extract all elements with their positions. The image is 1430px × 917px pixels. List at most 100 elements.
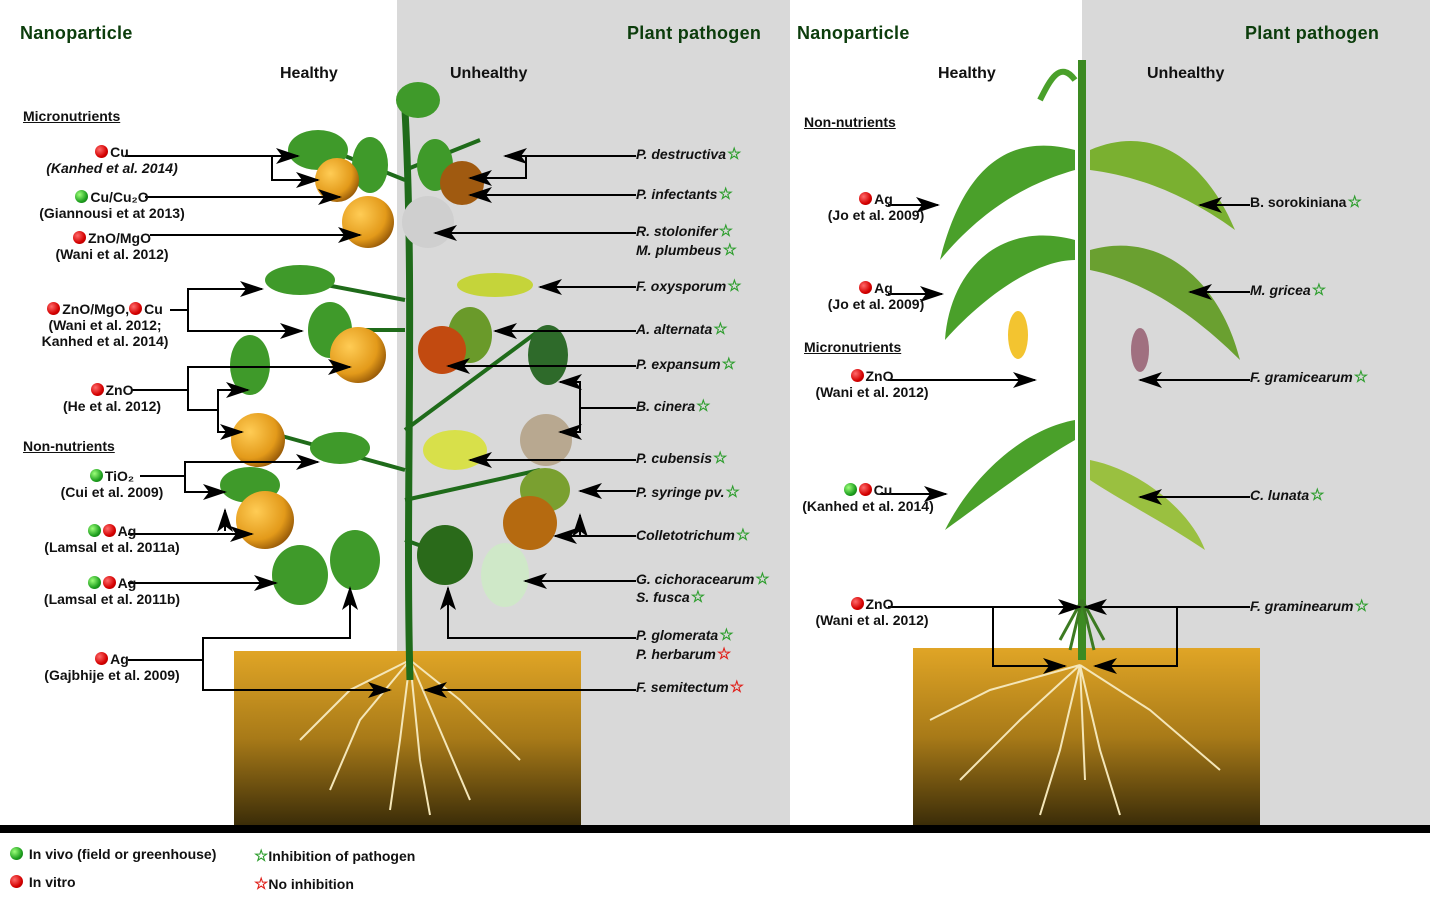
green-star-icon: ☆ — [721, 356, 736, 373]
green-star-icon: ☆ — [713, 450, 728, 467]
pathogen-name: M. gricea — [1250, 282, 1311, 298]
pathogen-label: B. cinera☆ — [636, 396, 710, 416]
red-dot-icon — [129, 302, 143, 315]
legend-in-vivo-label: In vivo (field or greenhouse) — [28, 846, 217, 862]
nanoparticle-entry: Ag(Jo et al. 2009) — [766, 191, 986, 223]
pathogen-name: Colletotrichum — [636, 527, 735, 543]
pathogen-label: R. stolonifer☆ — [636, 221, 733, 241]
red-dot-icon — [858, 483, 872, 496]
pathogen-name: S. fusca — [636, 589, 690, 605]
red-star-icon: ☆ — [716, 646, 732, 663]
pathogen-label: P. syringe pv.☆ — [636, 482, 740, 502]
nanoparticle-label-2: Cu — [144, 301, 163, 317]
nanoparticle-label: TiO₂ — [104, 468, 135, 484]
red-star-icon: ☆ — [729, 679, 744, 696]
nanoparticle-entry: Cu/Cu₂O(Giannousi et at 2013) — [2, 189, 222, 221]
nanoparticle-entry: Cu(Kanhed et al. 2014) — [758, 482, 978, 514]
legend-no-inhibition: ☆No inhibition — [253, 874, 354, 894]
pathogen-label: S. fusca☆ — [636, 587, 705, 607]
nanoparticle-label: ZnO — [105, 382, 134, 398]
pathogen-name: P. expansum — [636, 356, 721, 372]
nanoparticle-entry: Ag(Lamsal et al. 2011a) — [2, 523, 222, 555]
nanoparticle-entry: ZnO(Wani et al. 2012) — [762, 368, 982, 400]
pathogen-label: A. alternata☆ — [636, 319, 728, 339]
nanoparticle-name: Ag — [2, 575, 222, 591]
pathogen-name: A. alternata — [636, 321, 713, 337]
green-star-icon: ☆ — [1347, 194, 1362, 211]
green-star-icon: ☆ — [718, 223, 734, 240]
red-dot-icon — [47, 302, 61, 315]
green-star-icon: ☆ — [718, 186, 733, 203]
green-star-icon: ☆ — [755, 571, 770, 588]
right-heading-non-nutrients: Non-nutrients — [804, 114, 896, 130]
pathogen-label: P. glomerata☆ — [636, 625, 734, 645]
citation: (Giannousi et at 2013) — [39, 205, 185, 221]
nanoparticle-label: Cu/Cu₂O — [90, 189, 149, 205]
citation-2: Kanhed et al. 2014) — [41, 333, 169, 349]
left-unhealthy-label: Unhealthy — [450, 65, 528, 82]
pathogen-label: P. expansum☆ — [636, 354, 736, 374]
pathogen-name: M. plumbeus — [636, 242, 722, 258]
nanoparticle-label: ZnO/MgO, — [62, 301, 130, 317]
pathogen-name: P. cubensis — [636, 450, 713, 466]
right-title-nanoparticle: Nanoparticle — [797, 23, 910, 43]
citation: (Wani et al. 2012; — [48, 317, 162, 333]
citation: (Lamsal et al. 2011a) — [44, 539, 180, 555]
green-dot-icon — [87, 524, 101, 537]
pathogen-name: P. glomerata — [636, 627, 719, 643]
pathogen-label: F. semitectum☆ — [636, 677, 744, 697]
green-star-icon: ☆ — [1310, 487, 1325, 504]
citation: (He et al. 2012) — [62, 398, 162, 414]
citation: (Wani et al. 2012) — [815, 612, 929, 628]
left-arrows — [125, 148, 636, 698]
citation: (Gajbhije et al. 2009) — [44, 667, 180, 683]
left-heading-non-nutrients: Non-nutrients — [23, 438, 115, 454]
pathogen-label: C. lunata☆ — [1250, 485, 1324, 505]
citation: (Jo et al. 2009) — [827, 207, 925, 223]
nanoparticle-label: Ag — [117, 523, 137, 539]
nanoparticle-entry: TiO₂(Cui et al. 2009) — [2, 468, 222, 500]
pathogen-label: P. infectants☆ — [636, 184, 733, 204]
red-dot-icon — [102, 524, 116, 537]
right-roots — [929, 664, 1221, 816]
red-star-icon: ☆ — [254, 876, 269, 893]
red-dot-icon — [859, 192, 873, 205]
nanoparticle-label: ZnO — [865, 368, 894, 384]
nanoparticle-entry: Ag(Lamsal et al. 2011b) — [2, 575, 222, 607]
pathogen-label: F. graminearum☆ — [1250, 596, 1369, 616]
pathogen-name: P. herbarum — [636, 646, 716, 662]
nanoparticle-name: Cu — [758, 482, 978, 498]
pathogen-name: P. destructiva — [636, 146, 727, 162]
green-dot-icon — [75, 190, 89, 203]
pathogen-name: B. cinera — [636, 398, 696, 414]
left-heading-micronutrients: Micronutrients — [23, 108, 121, 124]
pathogen-label: M. plumbeus☆ — [636, 240, 737, 260]
pathogen-name: F. semitectum — [636, 679, 729, 695]
pathogen-name: F. graminearum — [1250, 598, 1354, 614]
right-title-pathogen: Plant pathogen — [1245, 23, 1380, 43]
citation: (Kanhed et al. 2014) — [802, 498, 934, 514]
left-title-nanoparticle: Nanoparticle — [20, 23, 133, 43]
pepper-plant — [220, 82, 572, 681]
nanoparticle-label: ZnO — [865, 596, 894, 612]
citation: (Jo et al. 2009) — [827, 296, 925, 312]
nanoparticle-label: Ag — [110, 651, 129, 667]
nanoparticle-entry: ZnO/MgO, Cu(Wani et al. 2012;Kanhed et al… — [0, 301, 215, 349]
nanoparticle-label: Ag — [874, 280, 893, 296]
nanoparticle-entry: Cu(Kanhed et al. 2014) — [2, 144, 222, 176]
nanoparticle-name: ZnO — [2, 382, 222, 398]
pathogen-name: P. syringe pv. — [636, 484, 725, 500]
nanoparticle-name: Ag — [2, 523, 222, 539]
pathogen-label: F. oxysporum☆ — [636, 276, 742, 296]
pathogen-name: G. cichoracearum — [636, 571, 755, 587]
citation: (Kanhed et al. 2014) — [46, 160, 178, 176]
green-dot-icon — [10, 847, 23, 860]
citation: (Lamsal et al. 2011b) — [43, 591, 181, 607]
nanoparticle-name: Ag — [2, 651, 222, 667]
pathogen-label: F. gramicearum☆ — [1250, 367, 1368, 387]
nanoparticle-name: ZnO/MgO, Cu — [0, 301, 215, 317]
green-dot-icon — [843, 483, 857, 496]
left-title-pathogen: Plant pathogen — [627, 23, 762, 43]
nanoparticle-entry: Ag(Gajbhije et al. 2009) — [2, 651, 222, 683]
right-soil — [913, 648, 1260, 826]
